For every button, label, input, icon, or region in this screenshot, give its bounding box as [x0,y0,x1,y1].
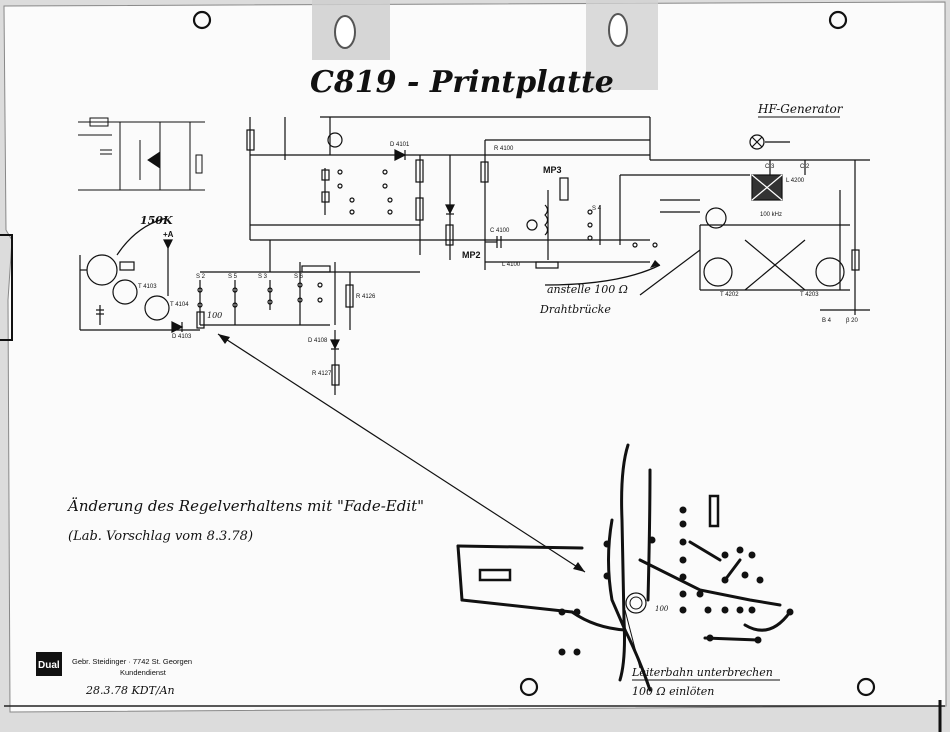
document-title: C819 - Printplatte [310,65,614,100]
label-freq: 100 kHz [760,212,782,218]
label-s3: S 3 [258,274,268,280]
label-mp2: MP2 [462,250,481,260]
trace-note-line1: Leiterbahn unterbrechen [631,666,773,679]
label-d4103: D 4103 [172,334,192,340]
punch-hole-icon [192,10,212,30]
schematic-small-block [78,117,205,191]
dual-logo-text: Dual [38,660,60,671]
trace-note-line2: 100 Ω einlöten [632,685,714,698]
label-r4126: R 4126 [356,294,376,300]
date-signature: 28.3.78 KDT/An [85,684,175,697]
regulation-note-line2: (Lab. Vorschlag vom 8.3.78) [68,529,253,544]
hf-generator-schematic [619,134,870,315]
label-mp3: MP3 [543,165,562,175]
dual-logo [36,652,62,676]
label-l4100: L 4100 [502,262,521,268]
label-r4127: R 4127 [312,371,332,377]
punch-hole-icon [519,677,539,697]
punch-hole-icon [856,677,876,697]
label-c4100: C 4100 [490,228,510,234]
company-department: Kundendienst [120,668,167,677]
label-t4202: T 4202 [720,292,739,298]
change-note-line2: Drahtbrücke [539,303,611,316]
punch-hole-icon [828,10,848,30]
label-d4101: D 4101 [390,142,410,148]
company-address: Gebr. Steidinger · 7742 St. Georgen [72,657,192,666]
change-note-pointer [544,264,661,286]
label-d4108: D 4108 [308,338,328,344]
regulation-note-line1: Änderung des Regelverhaltens mit "Fade-E… [66,497,424,515]
label-t4103: T 4103 [138,284,157,290]
label-plus-a: +A [163,230,174,239]
resistor-150k-note: 150K [140,214,173,227]
left-transistor-block [79,217,205,333]
trace-note-pointer [624,609,641,669]
label-c2: C 2 [800,164,810,170]
change-note-line1: anstelle 100 Ω [547,283,628,296]
pcb-100-label: 100 [655,605,669,613]
label-s6: S 6 [294,274,304,280]
label-t4104: T 4104 [170,302,189,308]
resistor-100-note: 100 [207,311,222,320]
label-s2: S 2 [196,274,206,280]
hf-generator-label: HF-Generator [757,102,844,116]
label-r4100: R 4100 [494,146,514,152]
label-s5: S 5 [228,274,238,280]
label-t4203: T 4203 [800,292,819,298]
modification-arrow [217,333,586,573]
pcb-pads [558,506,794,656]
main-schematic [197,116,651,395]
label-b4: B 4 [822,318,832,324]
label-s4: S 4 [592,206,602,212]
label-l4200: L 4200 [786,178,805,184]
label-c3: C 3 [765,164,775,170]
label-b20: β 20 [846,318,858,324]
pcb-drawing [456,443,792,692]
